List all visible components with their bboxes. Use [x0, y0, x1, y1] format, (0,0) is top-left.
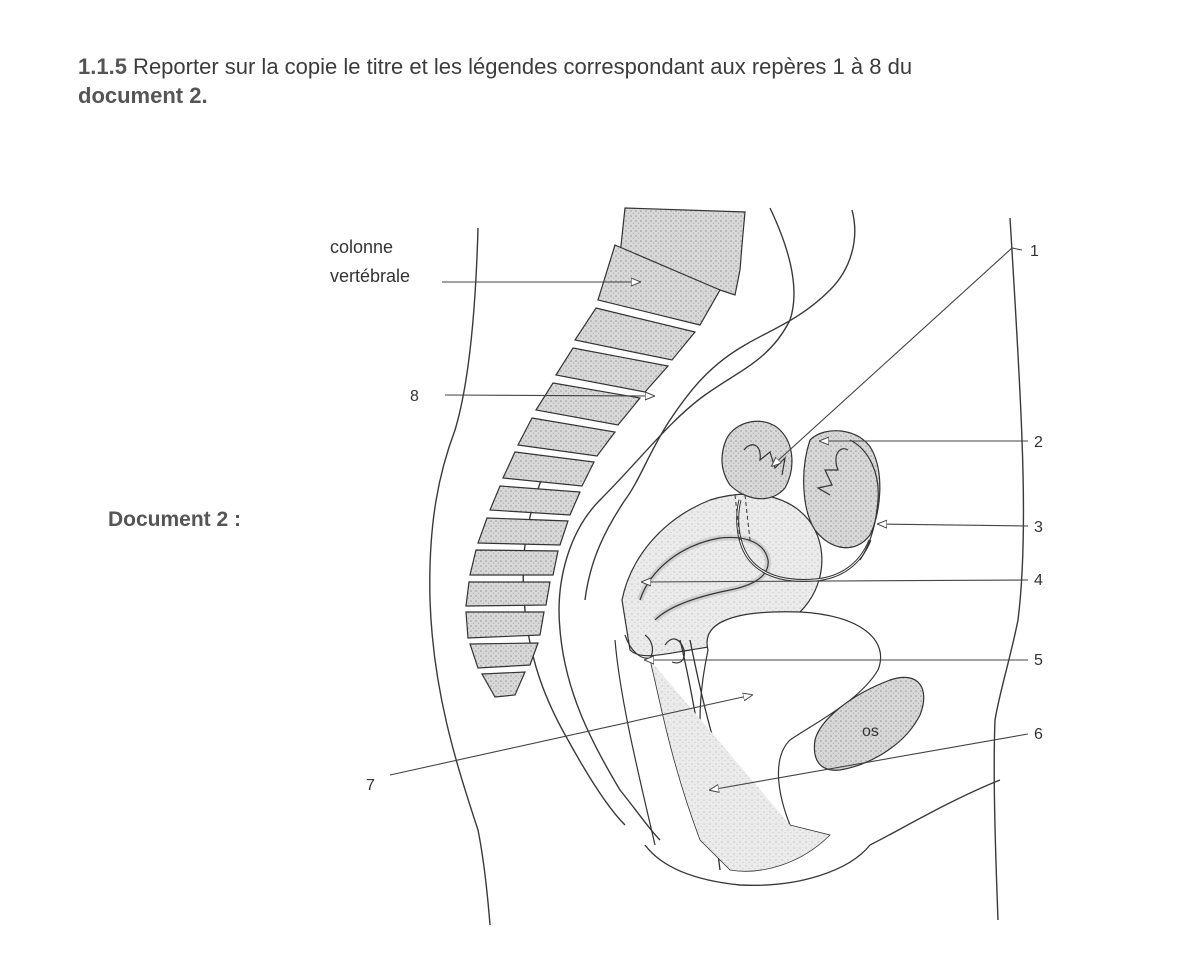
document-reference: document 2. [78, 83, 208, 108]
marker-3: 3 [1034, 519, 1043, 536]
marker-2: 2 [1034, 434, 1043, 451]
spine [465, 207, 746, 698]
marker-7: 7 [366, 777, 375, 794]
leader-4 [642, 580, 1029, 582]
marker-4: 4 [1034, 572, 1043, 589]
spine-label-line2: vertébrale [330, 266, 410, 286]
bone-label: os [862, 723, 879, 740]
leader-6 [710, 733, 1029, 790]
leader-8 [444, 395, 654, 396]
leader-1 [772, 247, 1023, 466]
document-label: Document 2 : [108, 508, 242, 531]
marker-5: 5 [1034, 652, 1043, 669]
marker-8: 8 [410, 388, 419, 405]
leader-3 [878, 524, 1029, 526]
ovaries [721, 420, 881, 582]
marker-1: 1 [1030, 243, 1039, 260]
instruction-text: Reporter sur la copie le titre et les lé… [126, 54, 913, 79]
question-number: 1.1.5 [78, 54, 127, 79]
leader-7 [389, 695, 752, 776]
pubic-bone [813, 676, 925, 771]
spine-label-line1: colonne [330, 237, 393, 257]
body-outline [429, 207, 1025, 926]
pelvic-organs [614, 493, 882, 872]
marker-6: 6 [1034, 726, 1043, 743]
exercise-instruction: 1.1.5 Reporter sur la copie le titre et … [78, 52, 1158, 110]
